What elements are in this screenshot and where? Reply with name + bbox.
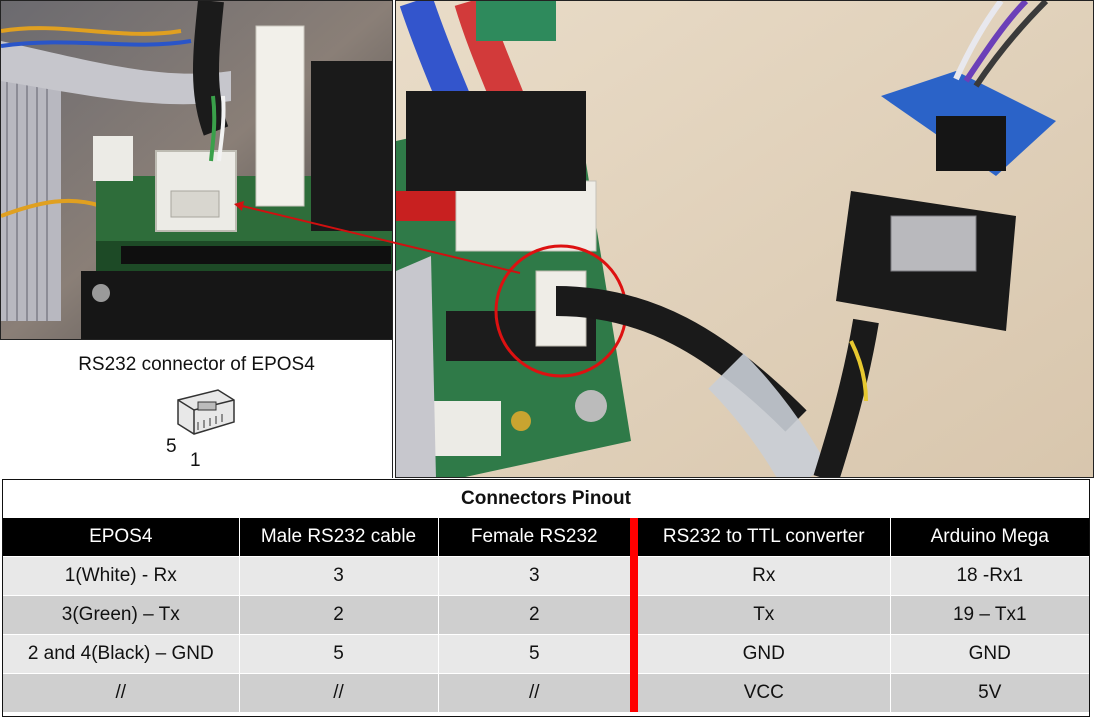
cell: Tx bbox=[634, 594, 891, 634]
pin-5-label: 5 bbox=[166, 436, 177, 457]
cell: 2 bbox=[438, 594, 638, 634]
table-row: 3(Green) – Tx 2 2 Tx 19 – Tx1 bbox=[3, 594, 1089, 634]
connector-caption: RS232 connector of EPOS4 bbox=[78, 354, 315, 375]
table-header-row: EPOS4 Male RS232 cable Female RS232 RS23… bbox=[3, 518, 1089, 556]
cell: 5 bbox=[438, 633, 638, 673]
cell: 19 – Tx1 bbox=[890, 594, 1089, 634]
pinout-table-panel: Connectors Pinout EPOS4 Male RS232 cable… bbox=[2, 479, 1090, 717]
header-female-rs232: Female RS232 bbox=[438, 518, 638, 556]
header-arduino-mega: Arduino Mega bbox=[890, 518, 1089, 556]
cell: // bbox=[239, 672, 439, 712]
epos4-connector-photo bbox=[0, 0, 393, 340]
table-title: Connectors Pinout bbox=[3, 480, 1089, 518]
header-epos4: EPOS4 bbox=[3, 518, 240, 556]
table-row: 2 and 4(Black) – GND 5 5 GND GND bbox=[3, 633, 1089, 673]
cell: 3 bbox=[438, 555, 638, 595]
cell: 3(Green) – Tx bbox=[3, 594, 240, 634]
cell: 1(White) - Rx bbox=[3, 555, 240, 595]
header-male-rs232: Male RS232 cable bbox=[239, 518, 439, 556]
header-rs232-ttl: RS232 to TTL converter bbox=[634, 518, 891, 556]
cell: 18 -Rx1 bbox=[890, 555, 1089, 595]
cell: 3 bbox=[239, 555, 439, 595]
connector-drawing-icon bbox=[177, 389, 235, 435]
cell: 5V bbox=[890, 672, 1089, 712]
cell: 5 bbox=[239, 633, 439, 673]
pinout-table: EPOS4 Male RS232 cable Female RS232 RS23… bbox=[3, 518, 1089, 712]
cell: 2 bbox=[239, 594, 439, 634]
connector-caption-panel: RS232 connector of EPOS4 5 1 bbox=[0, 340, 393, 478]
cell: VCC bbox=[634, 672, 891, 712]
highlight-arrow bbox=[234, 201, 521, 274]
rs232-converter-photo bbox=[395, 0, 1094, 478]
cell: GND bbox=[890, 633, 1089, 673]
cell: Rx bbox=[634, 555, 891, 595]
table-row: 1(White) - Rx 3 3 Rx 18 -Rx1 bbox=[3, 555, 1089, 595]
cell: 2 and 4(Black) – GND bbox=[3, 633, 240, 673]
cell: // bbox=[3, 672, 240, 712]
cell: // bbox=[438, 672, 638, 712]
pin-1-label: 1 bbox=[190, 450, 201, 471]
cell: GND bbox=[634, 633, 891, 673]
table-row: // // // VCC 5V bbox=[3, 672, 1089, 712]
